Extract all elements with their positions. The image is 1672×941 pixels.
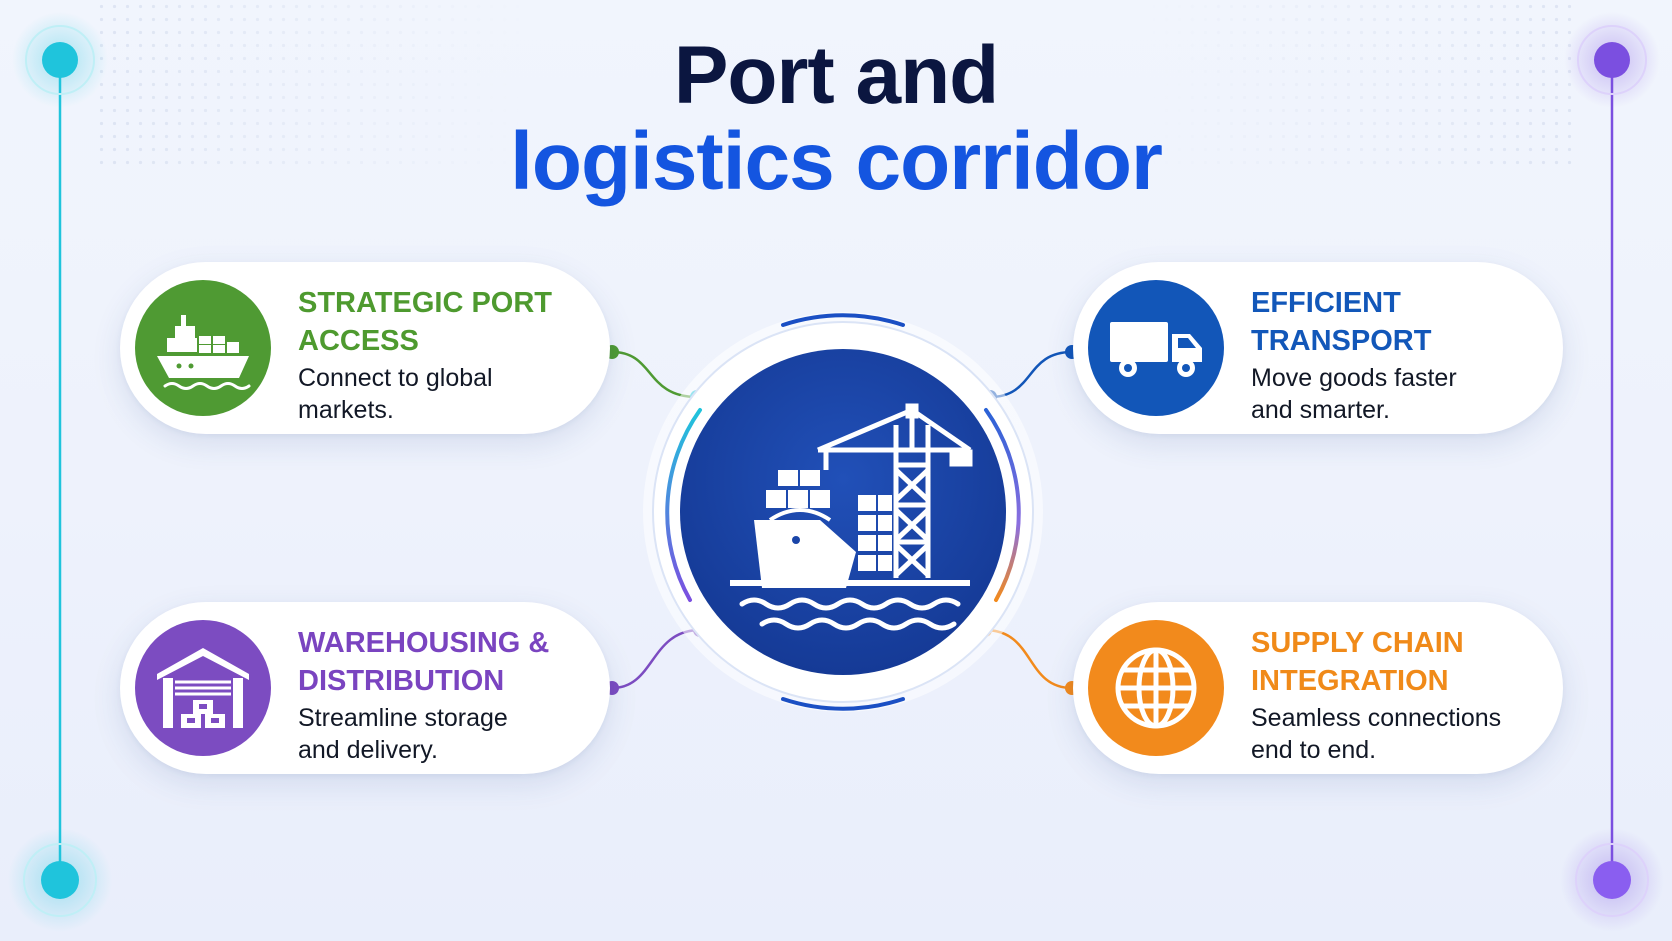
card-strategic-port-access: STRATEGIC PORT ACCESS Connect to global … (120, 262, 610, 434)
card-efficient-transport: EFFICIENT TRANSPORT Move goods faster an… (1073, 262, 1563, 434)
card-description-line-1: Streamline storage (298, 704, 508, 732)
dot-pattern-left (95, 0, 525, 170)
card-description: Connect to global markets. (298, 362, 598, 426)
card-supply-chain-integration: SUPPLY CHAIN INTEGRATION Seamless connec… (1073, 602, 1563, 774)
card-description-line-2: and delivery. (298, 736, 438, 764)
card-heading-line-2: INTEGRATION (1251, 665, 1449, 697)
card-description: Streamline storage and delivery. (298, 702, 598, 766)
connectors (605, 345, 1079, 695)
card-heading-line-1: SUPPLY CHAIN (1251, 627, 1464, 659)
card-description: Seamless connections end to end. (1251, 702, 1551, 766)
card-heading-line-2: TRANSPORT (1251, 325, 1432, 357)
card-description-line-1: Seamless connections (1251, 704, 1502, 732)
card-heading: WAREHOUSING & DISTRIBUTION (298, 624, 598, 700)
card-heading-line-2: DISTRIBUTION (298, 665, 505, 697)
card-description-line-2: end to end. (1251, 736, 1377, 764)
rail-node-bottom-right (1593, 861, 1631, 899)
card-warehousing-distribution: WAREHOUSING & DISTRIBUTION Streamline st… (120, 602, 610, 774)
card-description: Move goods faster and smarter. (1251, 362, 1551, 426)
card-heading-line-2: ACCESS (298, 325, 419, 357)
port-crane-ship-icon (730, 403, 973, 631)
card-description-line-1: Connect to global (298, 364, 493, 392)
title-line-1: Port and (673, 30, 1000, 121)
title-line-2: logistics corridor (510, 116, 1163, 207)
card-description-line-2: markets. (298, 396, 394, 424)
cargo-ship-icon (135, 280, 271, 416)
truck-icon (1088, 280, 1224, 416)
warehouse-icon (135, 620, 271, 756)
card-heading: SUPPLY CHAIN INTEGRATION (1251, 624, 1551, 700)
card-heading-line-1: WAREHOUSING & (298, 627, 550, 659)
globe-icon (1088, 620, 1224, 756)
card-heading: EFFICIENT TRANSPORT (1251, 284, 1551, 360)
card-heading-line-1: EFFICIENT (1251, 287, 1401, 319)
central-hub (643, 312, 1043, 712)
card-description-line-1: Move goods faster (1251, 364, 1457, 392)
rail-node-bottom-left (41, 861, 79, 899)
dot-pattern-right (1147, 0, 1577, 170)
card-heading-line-1: STRATEGIC PORT (298, 287, 553, 319)
card-heading: STRATEGIC PORT ACCESS (298, 284, 598, 360)
card-description-line-2: and smarter. (1251, 396, 1390, 424)
